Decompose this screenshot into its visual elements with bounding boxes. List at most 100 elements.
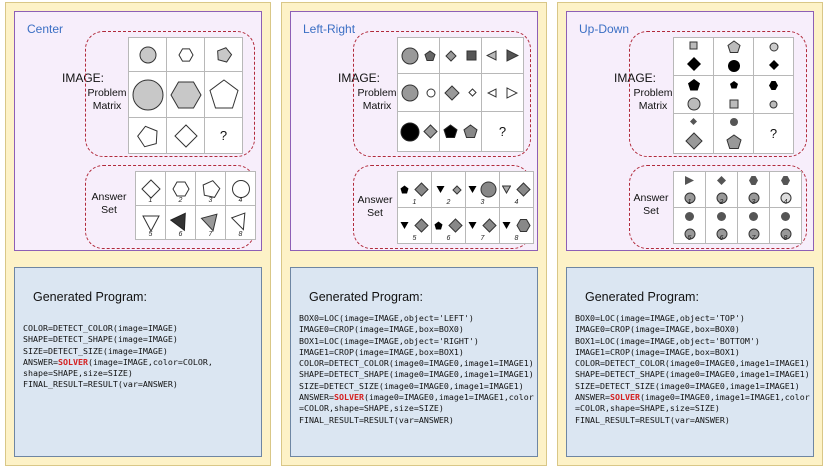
program-line: IMAGE0=CROP(image=IMAGE,box=BOX0)	[575, 324, 740, 335]
program-line: ANSWER=SOLVER(image=IMAGE,color=COLOR,	[23, 356, 213, 367]
image-label: IMAGE:	[614, 71, 657, 85]
matrix-cell	[398, 38, 440, 74]
program-line: FINAL_RESULT=RESULT(var=ANSWER)	[575, 414, 730, 425]
program-line: SIZE=DETECT_SIZE(image0=IMAGE0,image1=IM…	[299, 380, 524, 391]
program-line: BOX0=LOC(image=IMAGE,object='TOP')	[575, 313, 745, 323]
answer-option[interactable]: 8	[226, 206, 256, 240]
answer-option[interactable]: 4	[770, 172, 802, 208]
answer-option[interactable]: 4	[500, 172, 534, 208]
matrix-cell-missing: ?	[482, 112, 524, 152]
matrix-cell	[714, 76, 754, 114]
program-line: ANSWER=SOLVER(image0=IMAGE0,image1=IMAGE…	[575, 392, 810, 403]
problem-matrix-outline	[629, 31, 807, 157]
solver-keyword: SOLVER	[333, 392, 364, 403]
program-line: ANSWER=SOLVER(image0=IMAGE0,image1=IMAGE…	[299, 392, 534, 403]
image-label: IMAGE:	[338, 71, 381, 85]
program-line: FINAL_RESULT=RESULT(var=ANSWER)	[23, 379, 178, 390]
program-line: SHAPE=DETECT_SHAPE(image0=IMAGE0,image1=…	[575, 369, 810, 380]
answer-option[interactable]: 3	[738, 172, 770, 208]
matrix-cell	[129, 38, 167, 72]
problem-matrix-outline	[353, 31, 531, 157]
program-box: Generated Program: BOX0=LOC(image=IMAGE,…	[290, 267, 538, 457]
program-line: BOX1=LOC(image=IMAGE,object='BOTTOM')	[575, 335, 760, 346]
program-line: IMAGE1=CROP(image=IMAGE,box=BOX1)	[575, 346, 740, 357]
program-line: BOX0=LOC(image=IMAGE,object='LEFT')	[299, 313, 474, 323]
matrix-cell	[398, 112, 440, 152]
answer-option[interactable]: 1	[674, 172, 706, 208]
matrix-cell	[129, 118, 167, 154]
program-line: SHAPE=DETECT_SHAPE(image=IMAGE)	[23, 334, 178, 345]
matrix-cell	[482, 74, 524, 112]
answer-option[interactable]: 5	[398, 208, 432, 244]
program-line: =COLOR,shape=SHAPE,size=SIZE)	[299, 403, 444, 414]
program-code: COLOR=DETECT_COLOR(image=IMAGE)SHAPE=DET…	[23, 323, 213, 391]
matrix-cell	[167, 72, 205, 118]
matrix-cell	[674, 114, 714, 154]
program-line: IMAGE0=CROP(image=IMAGE,box=BOX0)	[299, 324, 464, 335]
matrix-cell	[167, 118, 205, 154]
program-box: Generated Program: COLOR=DETECT_COLOR(im…	[14, 267, 262, 457]
answer-option[interactable]: 3	[466, 172, 500, 208]
answer-set-outline	[629, 165, 807, 249]
answer-option[interactable]: 3	[196, 172, 226, 206]
matrix-cell-missing: ?	[754, 114, 794, 154]
answer-option[interactable]: 6	[706, 208, 738, 244]
matrix-cell	[440, 74, 482, 112]
answer-option[interactable]: 2	[706, 172, 738, 208]
problem-matrix: ?	[128, 37, 243, 154]
program-line: =COLOR,shape=SHAPE,size=SIZE)	[575, 403, 720, 414]
matrix-cell	[674, 38, 714, 76]
answer-option[interactable]: 7	[466, 208, 500, 244]
program-title: Generated Program:	[309, 290, 423, 304]
problem-matrix: ?	[673, 37, 794, 154]
question-mark: ?	[769, 126, 778, 141]
matrix-cell	[398, 74, 440, 112]
matrix-cell	[714, 114, 754, 154]
answer-option[interactable]: 7	[196, 206, 226, 240]
solver-keyword: SOLVER	[609, 392, 640, 403]
question-mark: ?	[498, 124, 507, 139]
program-code: BOX0=LOC(image=IMAGE,object='LEFT')IMAGE…	[299, 313, 534, 426]
program-line: SIZE=DETECT_SIZE(image=IMAGE)	[23, 345, 168, 356]
answer-option[interactable]: 1	[136, 172, 166, 206]
answer-option[interactable]: 7	[738, 208, 770, 244]
program-box: Generated Program: BOX0=LOC(image=IMAGE,…	[566, 267, 814, 457]
program-line: SHAPE=DETECT_SHAPE(image0=IMAGE0,image1=…	[299, 369, 534, 380]
problem-matrix: ?	[397, 37, 524, 152]
matrix-cell	[167, 38, 205, 72]
solver-keyword: SOLVER	[57, 356, 88, 367]
answer-option[interactable]: 5	[136, 206, 166, 240]
answer-option[interactable]: 4	[226, 172, 256, 206]
answer-option[interactable]: 8	[770, 208, 802, 244]
answer-option[interactable]: 5	[674, 208, 706, 244]
program-line: IMAGE1=CROP(image=IMAGE,box=BOX1)	[299, 346, 464, 357]
answer-option[interactable]: 2	[432, 172, 466, 208]
matrix-cell	[754, 38, 794, 76]
panel-title: Up-Down	[579, 22, 630, 36]
answer-option[interactable]: 6	[166, 206, 196, 240]
answer-option[interactable]: 2	[166, 172, 196, 206]
answer-option[interactable]: 1	[398, 172, 432, 208]
answer-set: 1 2 3 4 5 6 7 8	[135, 171, 256, 240]
matrix-cell	[205, 38, 243, 72]
answer-option[interactable]: 8	[500, 208, 534, 244]
program-line: COLOR=DETECT_COLOR(image0=IMAGE0,image1=…	[575, 358, 810, 369]
answer-set: 1 2 3 4 5 6 7 8	[397, 171, 534, 244]
program-line: SIZE=DETECT_SIZE(image0=IMAGE0,image1=IM…	[575, 380, 800, 391]
matrix-cell	[205, 72, 243, 118]
answer-option[interactable]: 6	[432, 208, 466, 244]
program-line: COLOR=DETECT_COLOR(image0=IMAGE0,image1=…	[299, 358, 534, 369]
image-label: IMAGE:	[62, 71, 105, 85]
matrix-cell	[754, 76, 794, 114]
